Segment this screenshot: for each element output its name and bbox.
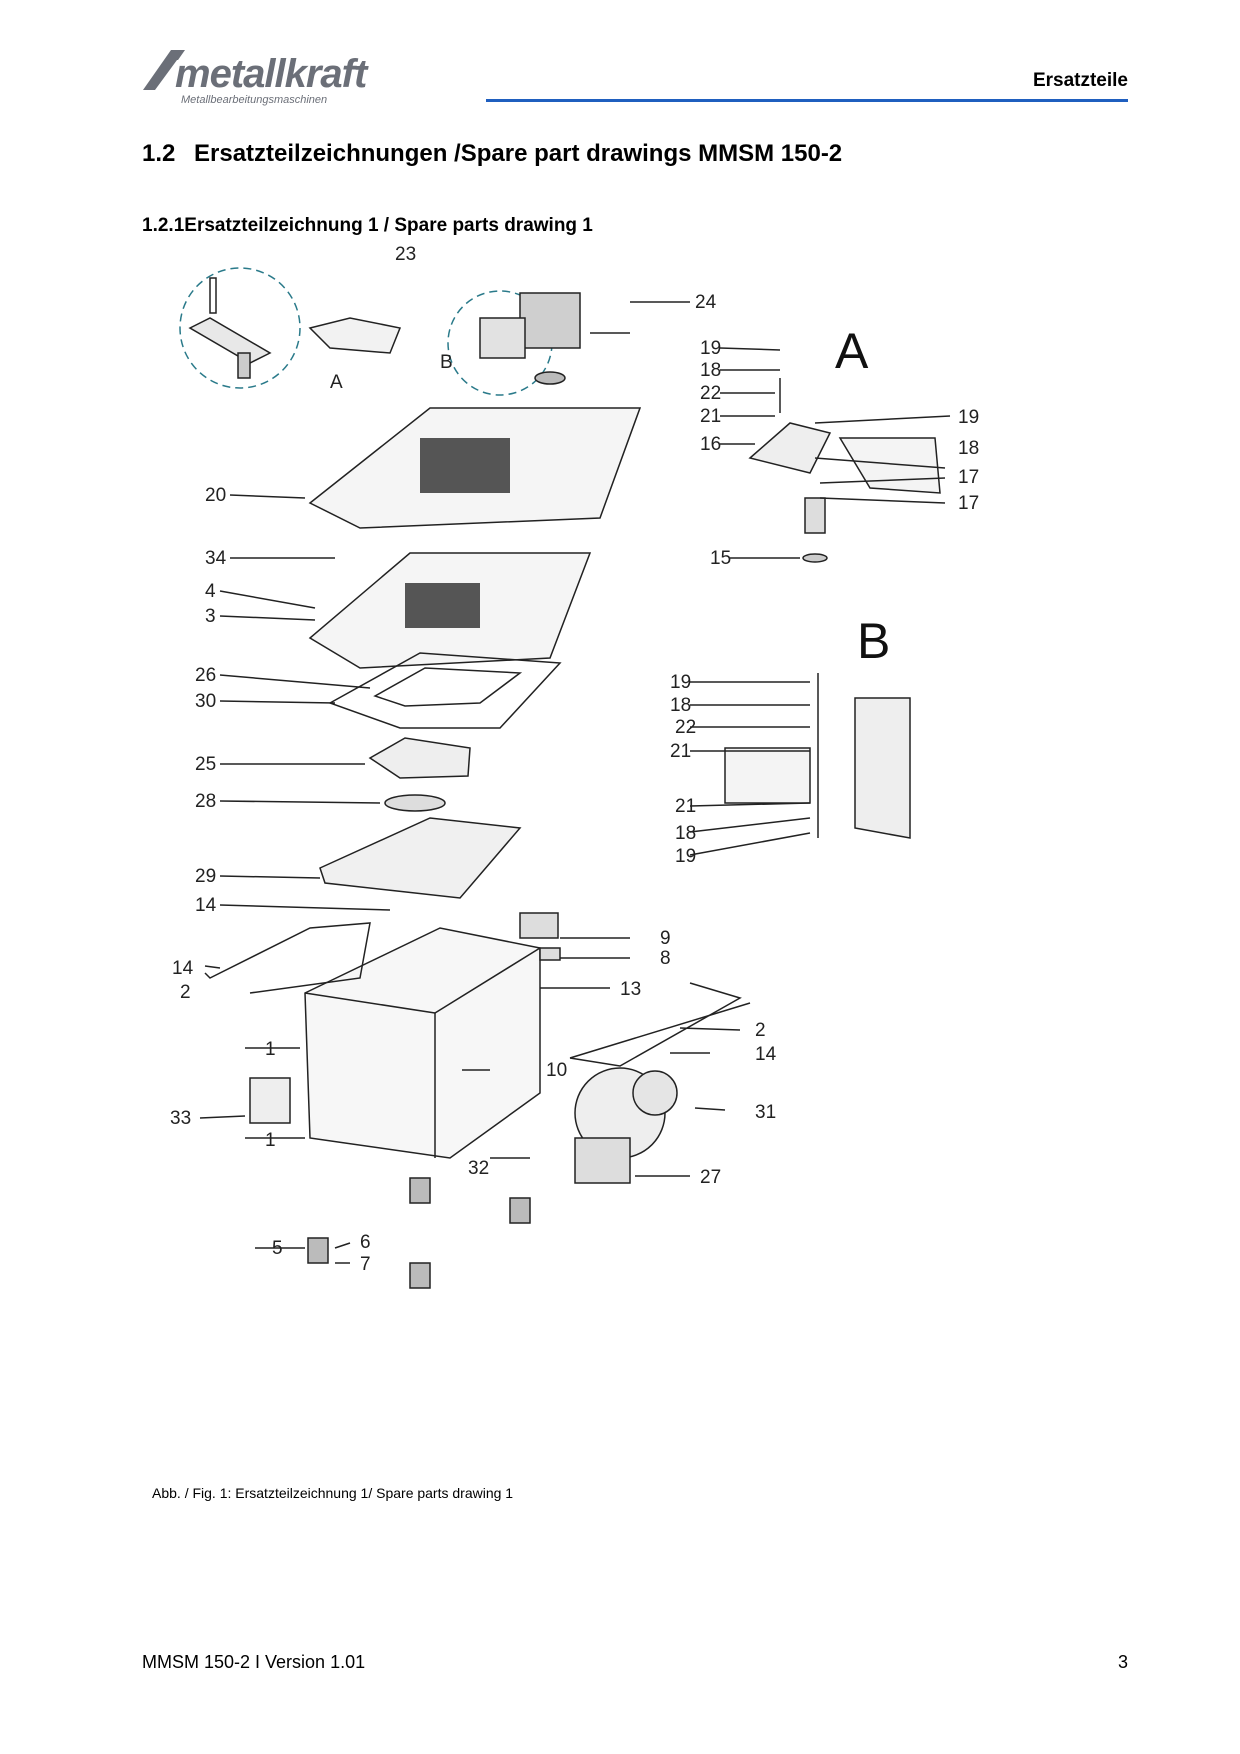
part-5: 5 xyxy=(272,1238,283,1259)
part-3: 3 xyxy=(205,606,216,627)
footer-doc-version: MMSM 150-2 I Version 1.01 xyxy=(142,1652,366,1672)
part-13: 13 xyxy=(620,979,641,1000)
part-18-a-right: 18 xyxy=(958,438,979,459)
logo-wordmark: metallkraft xyxy=(175,52,369,96)
part-9: 9 xyxy=(660,928,671,949)
footer-page-number: 3 xyxy=(1117,1652,1128,1672)
part-2-right: 2 xyxy=(755,1020,766,1041)
part-19-a-left: 19 xyxy=(700,338,721,359)
figure-caption: Abb. / Fig. 1: Ersatzteilzeichnung 1/ Sp… xyxy=(152,1485,514,1501)
part-23: 23 xyxy=(395,244,416,265)
part-24: 24 xyxy=(695,292,717,313)
part-21-b-top: 21 xyxy=(670,741,691,762)
header-rule xyxy=(486,99,1128,102)
part-label-a-small: A xyxy=(330,372,343,393)
part-2-left: 2 xyxy=(180,982,191,1003)
exploded-view: A B A B 23 24 20 34 4 3 26 30 25 28 29 1… xyxy=(170,244,979,1289)
part-18-b-bottom: 18 xyxy=(675,823,696,844)
part-32: 32 xyxy=(468,1158,489,1179)
part-14-top: 14 xyxy=(195,895,217,916)
part-1-upper: 1 xyxy=(265,1039,276,1060)
logo-subtitle: Metallbearbeitungsmaschinen xyxy=(181,94,327,106)
part-4: 4 xyxy=(205,581,216,602)
subsection-heading: 1.2.1Ersatzteilzeichnung 1 / Spare parts… xyxy=(142,215,593,237)
section-number: 1.2 xyxy=(142,140,176,167)
part-10: 10 xyxy=(546,1060,567,1081)
part-18-a-left: 18 xyxy=(700,360,721,381)
part-19-b-top: 19 xyxy=(670,672,691,693)
part-22-a: 22 xyxy=(700,383,721,404)
part-21-a: 21 xyxy=(700,406,721,427)
part-29: 29 xyxy=(195,866,216,887)
section-title: Ersatzteilzeichnungen /Spare part drawin… xyxy=(194,140,843,167)
detail-b-label: B xyxy=(857,613,890,669)
header-section-label: Ersatzteile xyxy=(1032,70,1128,91)
part-label-b-small: B xyxy=(440,352,453,373)
part-14-right: 14 xyxy=(755,1044,777,1065)
part-16: 16 xyxy=(700,434,721,455)
part-19-a-right: 19 xyxy=(958,407,979,428)
part-7: 7 xyxy=(360,1254,371,1275)
part-28: 28 xyxy=(195,791,216,812)
logo-graphic: metallkraft Metallbearbeitungsmaschinen xyxy=(143,50,370,106)
subsection-number: 1.2.1 xyxy=(142,215,185,236)
part-18-b-top: 18 xyxy=(670,695,691,716)
subsection-title: Ersatzteilzeichnung 1 / Spare parts draw… xyxy=(184,215,593,236)
part-20: 20 xyxy=(205,485,226,506)
part-19-b-bottom: 19 xyxy=(675,846,696,867)
part-25: 25 xyxy=(195,754,216,775)
metallkraft-logo: metallkraft Metallbearbeitungsmaschinen xyxy=(141,46,461,106)
part-27: 27 xyxy=(700,1167,721,1188)
part-1-lower: 1 xyxy=(265,1130,276,1151)
part-30: 30 xyxy=(195,691,216,712)
part-26: 26 xyxy=(195,665,216,686)
part-21-b-bottom: 21 xyxy=(675,796,696,817)
part-17-b: 17 xyxy=(958,493,979,514)
part-34: 34 xyxy=(205,548,227,569)
part-22-b: 22 xyxy=(675,717,696,738)
part-6: 6 xyxy=(360,1232,371,1253)
part-17-a: 17 xyxy=(958,467,979,488)
part-31: 31 xyxy=(755,1102,776,1123)
spare-parts-drawing: A B A B 23 24 20 34 4 3 26 30 25 28 29 1… xyxy=(150,244,1120,1463)
part-33: 33 xyxy=(170,1108,191,1129)
detail-a-label: A xyxy=(835,323,869,379)
part-14-left: 14 xyxy=(172,958,194,979)
part-15: 15 xyxy=(710,548,731,569)
part-8: 8 xyxy=(660,948,671,969)
section-heading: 1.2 Ersatzteilzeichnungen /Spare part dra… xyxy=(142,140,842,168)
